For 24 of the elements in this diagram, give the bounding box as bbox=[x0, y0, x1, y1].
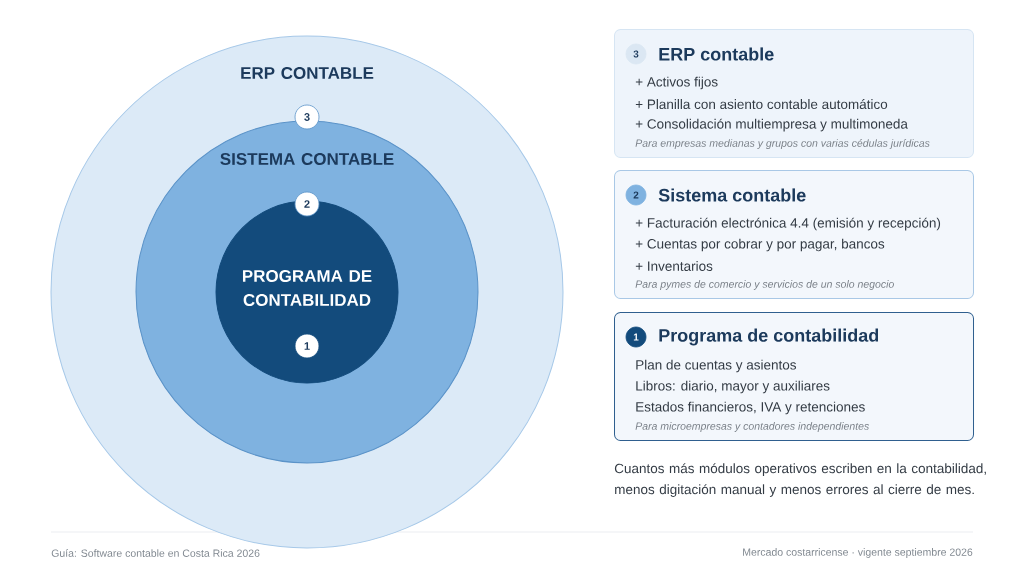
card-heading: ERP contable bbox=[659, 47, 774, 61]
list-item: + Cuentas por cobrar y por pagar, bancos bbox=[635, 238, 885, 252]
note: Para empresas medianas y grupos con varias cédulas jurídicas bbox=[635, 139, 930, 149]
list-item: + Inventarios bbox=[635, 261, 713, 271]
card-heading: Programa de contabilidad bbox=[659, 328, 879, 346]
list-item: Libros: diario, mayor y auxiliares bbox=[636, 380, 830, 394]
list-item: + Planilla con asiento contable automático bbox=[635, 98, 888, 110]
list-item: Plan de cuentas y asientos bbox=[636, 359, 797, 373]
list-item: Estados financieros, IVA y retenciones bbox=[636, 401, 865, 415]
number-badge: 3 bbox=[625, 43, 647, 65]
footer-text: Guía: Software contable en Costa Rica 2026 bbox=[51, 549, 260, 557]
note: Para microempresas y contadores independientes bbox=[635, 422, 869, 432]
note: Para pymes de comercio y servicios de un solo negocio bbox=[635, 280, 894, 290]
number-badge: 1 bbox=[625, 326, 647, 348]
list-item: + Facturación electrónica 4.4 (emisión y recepción) bbox=[635, 217, 941, 231]
number-badge: 1 bbox=[294, 333, 320, 359]
number-badge: 3 bbox=[294, 104, 320, 130]
footer-text: Mercado costarricense · vigente septiembre 2026 bbox=[743, 548, 973, 558]
card-heading: Sistema contable bbox=[658, 188, 806, 202]
list-item: + Consolidación multiempresa y multimoneda bbox=[635, 118, 908, 132]
summary-text: Cuantos más módulos operativos escriben en la contabilidad, menos digitación manual y menos errores al cierre de mes. bbox=[614, 463, 986, 497]
number-badge: 2 bbox=[625, 184, 647, 206]
number-badge: 2 bbox=[294, 191, 320, 217]
list-item: + Activos fijos bbox=[635, 76, 718, 90]
